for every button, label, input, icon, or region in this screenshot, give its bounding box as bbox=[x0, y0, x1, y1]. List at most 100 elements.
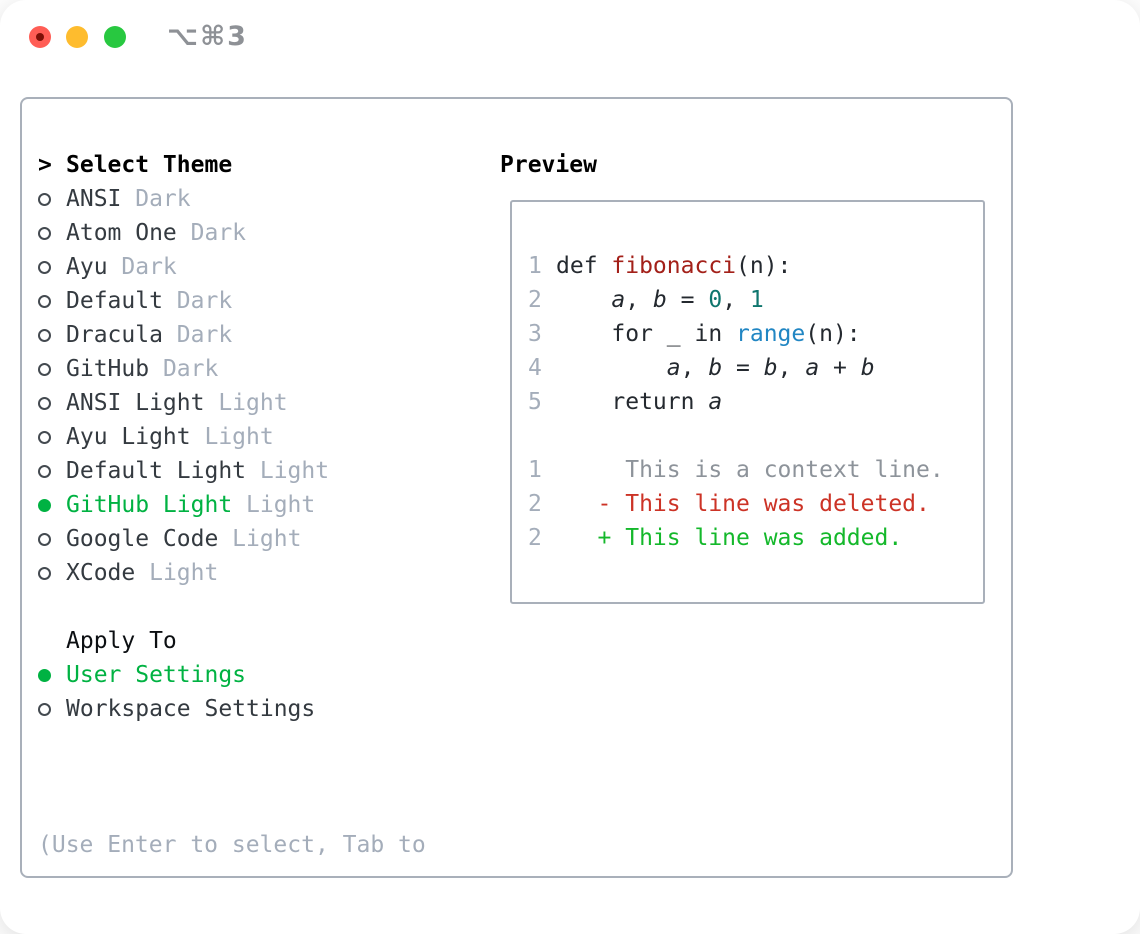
code-line: 4 a, b = b, a + b bbox=[528, 351, 983, 385]
option-label: User Settings bbox=[66, 662, 247, 688]
theme-option-ayu[interactable]: Ayu Dark bbox=[38, 250, 426, 284]
marker bbox=[38, 192, 66, 206]
theme-option-github[interactable]: GitHub Dark bbox=[38, 352, 426, 386]
code-segment: b bbox=[763, 355, 778, 381]
theme-option-google-code[interactable]: Google Code Light bbox=[38, 522, 426, 556]
line-number: 2 bbox=[528, 287, 542, 313]
line-number: 2 bbox=[528, 491, 542, 517]
code-segment: , bbox=[722, 287, 750, 313]
maximize-button[interactable] bbox=[104, 26, 126, 48]
code-segment: , bbox=[625, 287, 653, 313]
theme-option-atom-one[interactable]: Atom One Dark bbox=[38, 216, 426, 250]
code-segment: b bbox=[652, 287, 667, 313]
variant-label: Light bbox=[246, 458, 330, 484]
variant-label: Dark bbox=[107, 254, 177, 280]
diff-added-line: 2 + This line was added. bbox=[528, 521, 983, 555]
theme-option-github-light[interactable]: GitHub Light Light bbox=[38, 488, 426, 522]
marker bbox=[38, 668, 66, 682]
radio-icon bbox=[38, 260, 51, 274]
option-label: XCode bbox=[66, 560, 136, 586]
apply-option-user-settings[interactable]: User Settings bbox=[38, 658, 426, 692]
code-segment: 1 bbox=[749, 287, 764, 313]
code-segment: , bbox=[680, 355, 709, 381]
line-number: 1 bbox=[528, 457, 542, 483]
code-segment: = bbox=[666, 287, 709, 313]
line-number: 3 bbox=[528, 321, 542, 347]
option-label: Atom One bbox=[66, 220, 177, 246]
apply-to-header: Apply To bbox=[38, 624, 426, 658]
diff-deleted-line: 2 - This line was deleted. bbox=[528, 487, 983, 521]
theme-option-ansi[interactable]: ANSI Dark bbox=[38, 182, 426, 216]
spacer bbox=[38, 590, 426, 624]
variant-label: Dark bbox=[121, 186, 191, 212]
theme-option-default[interactable]: Default Dark bbox=[38, 284, 426, 318]
theme-option-ayu-light[interactable]: Ayu Light Light bbox=[38, 420, 426, 454]
marker bbox=[38, 430, 66, 444]
code-segment: This is a context line. bbox=[556, 457, 944, 483]
code-line: 5 return a bbox=[528, 385, 983, 419]
variant-label: Dark bbox=[162, 288, 233, 314]
code-segment: (n): bbox=[805, 321, 861, 347]
variant-label: Dark bbox=[149, 356, 219, 382]
spacer bbox=[38, 726, 426, 760]
variant-label: Light bbox=[135, 560, 219, 586]
help-line-2: change focus) bbox=[38, 930, 426, 934]
marker bbox=[38, 702, 66, 716]
option-label: Dracula bbox=[66, 322, 163, 348]
variant-label: Light bbox=[232, 492, 316, 518]
record-dot-icon bbox=[36, 33, 44, 41]
radio-icon bbox=[38, 294, 51, 308]
theme-option-default-light[interactable]: Default Light Light bbox=[38, 454, 426, 488]
radio-icon bbox=[38, 430, 51, 444]
radio-icon bbox=[38, 464, 51, 478]
diff-context-line: 1 This is a context line. bbox=[528, 453, 983, 487]
radio-icon bbox=[38, 192, 51, 206]
marker bbox=[38, 328, 66, 342]
option-label: Ayu Light bbox=[66, 424, 191, 450]
radio-icon bbox=[38, 226, 51, 240]
code-segment: 0 bbox=[708, 287, 723, 313]
theme-option-xcode[interactable]: XCode Light bbox=[38, 556, 426, 590]
code-segment: + This line was added. bbox=[556, 525, 903, 551]
focus-caret-icon: > bbox=[38, 152, 52, 178]
apply-option-workspace-settings[interactable]: Workspace Settings bbox=[38, 692, 426, 726]
line-number: 5 bbox=[528, 389, 542, 415]
code-segment: return bbox=[556, 389, 709, 415]
preview-label: Preview bbox=[500, 152, 597, 178]
option-label: Workspace Settings bbox=[66, 696, 316, 722]
code-segment: for _ in bbox=[556, 321, 737, 347]
code-segment: b bbox=[860, 355, 875, 381]
code-segment: def bbox=[556, 253, 612, 279]
close-button[interactable] bbox=[29, 26, 51, 48]
minimize-button[interactable] bbox=[66, 26, 88, 48]
code-segment: a bbox=[666, 355, 681, 381]
radio-icon bbox=[38, 702, 51, 716]
variant-label: Light bbox=[218, 526, 302, 552]
marker bbox=[38, 396, 66, 410]
option-label: Google Code bbox=[66, 526, 219, 552]
theme-option-dracula[interactable]: Dracula Dark bbox=[38, 318, 426, 352]
marker bbox=[38, 498, 66, 512]
code-line: 2 a, b = 0, 1 bbox=[528, 283, 983, 317]
code-segment: fibonacci bbox=[611, 253, 737, 279]
marker bbox=[38, 566, 66, 580]
theme-option-ansi-light[interactable]: ANSI Light Light bbox=[38, 386, 426, 420]
select-theme-header: > Select Theme bbox=[38, 148, 426, 182]
marker bbox=[38, 362, 66, 376]
code-segment: a bbox=[708, 389, 723, 415]
window-title: ⌥⌘3 bbox=[167, 21, 248, 52]
radio-icon bbox=[38, 362, 51, 376]
option-label: ANSI Light bbox=[66, 390, 205, 416]
select-theme-label: Select Theme bbox=[66, 152, 233, 178]
radio-selected-icon bbox=[38, 668, 51, 682]
line-number: 4 bbox=[528, 355, 542, 381]
code-segment bbox=[556, 351, 667, 385]
radio-selected-icon bbox=[38, 498, 51, 512]
option-label: GitHub bbox=[66, 356, 150, 382]
